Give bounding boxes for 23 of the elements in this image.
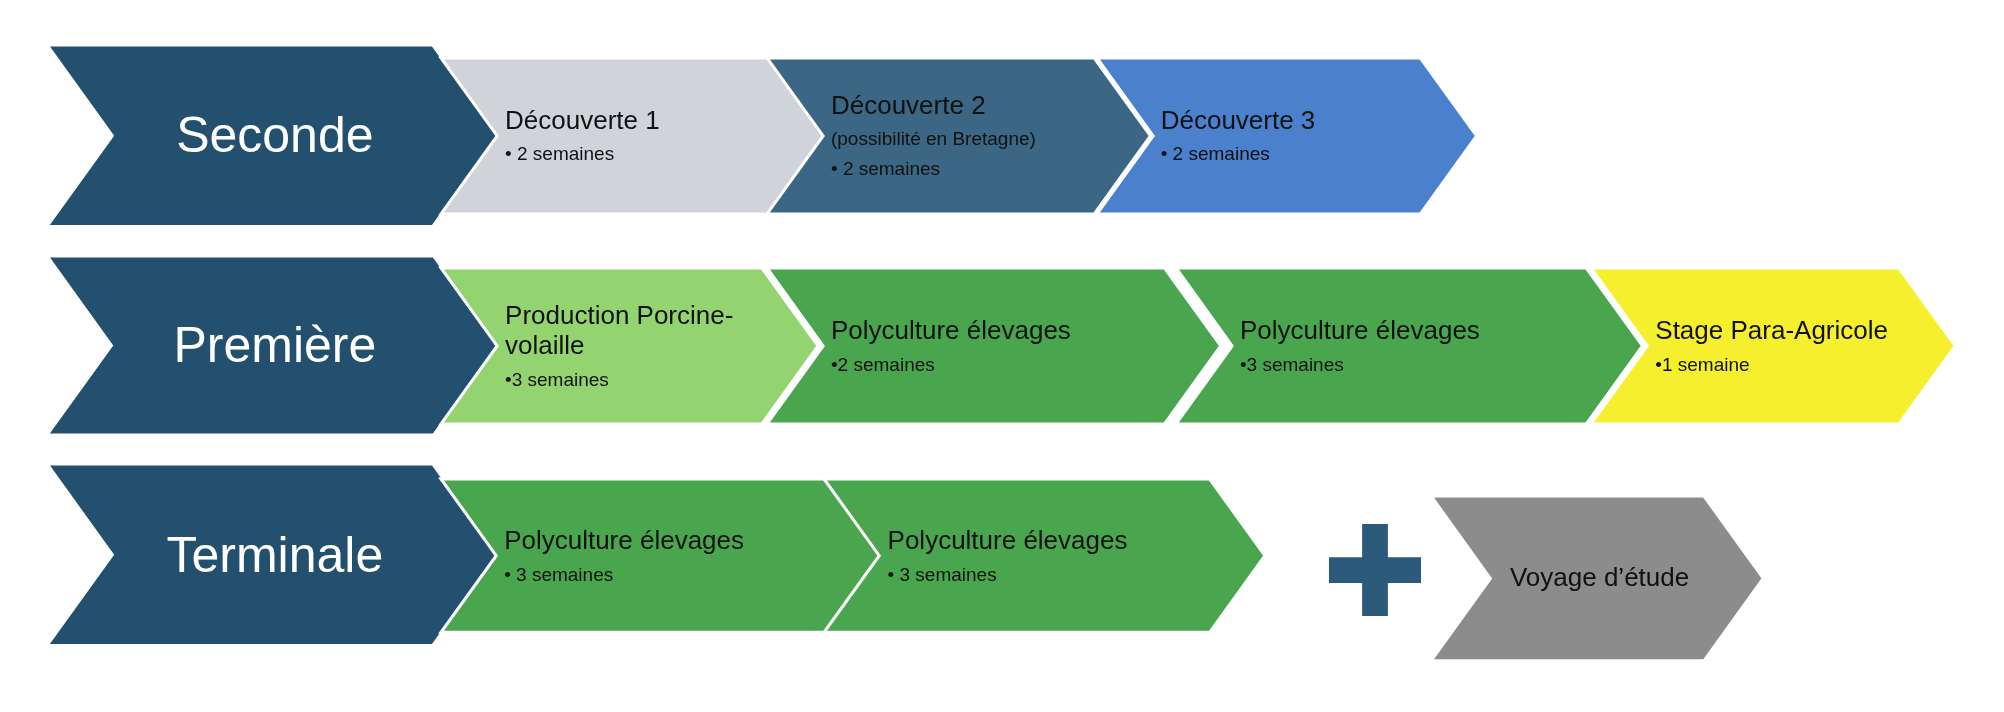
level-title: Première — [173, 316, 377, 375]
duration-text: •3 semaines — [505, 369, 610, 392]
duration-text: • 2 semaines — [830, 158, 942, 181]
stage-title: Production Porcine-volaille — [505, 301, 735, 362]
duration-text: •3 semaines — [1239, 354, 1345, 377]
duration-text: • 3 semaines — [887, 563, 998, 586]
stage-title: Stage Para-Agricole — [1655, 316, 1889, 347]
stage-title: Découverte 3 — [1160, 105, 1317, 136]
duration-text: • 2 semaines — [505, 143, 616, 166]
stage-title: Polyculture élevages — [887, 526, 1129, 556]
level-title: Terminale — [166, 525, 384, 584]
stage-title: Découverte 2 — [830, 90, 987, 121]
stage-title: Polyculture élevages — [1239, 316, 1481, 347]
duration-text: •2 semaines — [830, 354, 936, 377]
level-title: Seconde — [176, 106, 374, 165]
stage-title: Découverte 1 — [505, 105, 661, 136]
stage-title: Voyage d’étude — [1508, 563, 1691, 594]
duration-text: • 2 semaines — [1160, 143, 1271, 166]
duration-text: •1 semaine — [1655, 354, 1751, 377]
duration-text: • 3 semaines — [504, 563, 615, 586]
stage-title: Polyculture élevages — [830, 316, 1072, 347]
note-text: (possibilité en Bretagne) — [830, 128, 1037, 151]
stage-title: Polyculture élevages — [504, 526, 746, 556]
